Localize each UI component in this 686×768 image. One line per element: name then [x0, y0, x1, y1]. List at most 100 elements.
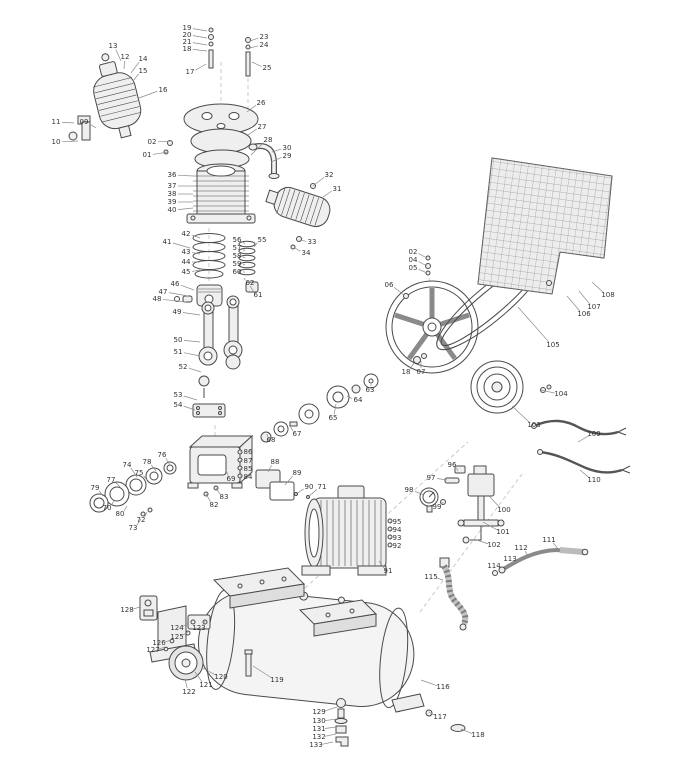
part-callout-129: 129 [312, 708, 325, 716]
callout-leader-14 [130, 61, 140, 74]
part-callout-112: 112 [514, 544, 527, 552]
callout-leader-99 [441, 501, 444, 505]
part-callout-30: 30 [283, 144, 292, 152]
cylinder [186, 163, 256, 224]
part-callout-18: 18 [183, 45, 192, 53]
callout-leader-51 [183, 352, 201, 357]
part-callout-87: 87 [244, 457, 253, 465]
callout-leader-50 [183, 340, 201, 343]
part-callout-68: 68 [267, 436, 276, 444]
part-callout-131: 131 [312, 725, 325, 733]
part-callout-93: 93 [393, 534, 402, 542]
callout-leader-129 [324, 706, 338, 712]
callout-leader-53 [183, 395, 198, 401]
part-callout-23: 23 [260, 33, 269, 41]
part-callout-107: 107 [587, 303, 600, 311]
callout-leader-18 [409, 362, 415, 370]
callout-leader-61 [249, 285, 255, 293]
callout-leader-68 [266, 433, 269, 437]
callout-leader-02 [418, 253, 428, 259]
part-callout-10: 10 [52, 138, 61, 146]
mount-platforms [212, 567, 378, 637]
part-callout-122: 122 [182, 688, 195, 696]
part-callout-111: 111 [542, 536, 555, 544]
callout-leader-05 [418, 269, 428, 274]
part-callout-83: 83 [220, 493, 229, 501]
part-callout-65: 65 [329, 414, 338, 422]
callout-leader-133 [321, 741, 334, 745]
callout-leader-33 [299, 239, 307, 242]
part-callout-128: 128 [120, 606, 133, 614]
callout-leader-72 [144, 511, 148, 517]
callout-leader-19 [192, 28, 208, 32]
callout-leader-105 [517, 306, 550, 343]
part-callout-102: 102 [487, 541, 500, 549]
part-callout-99: 99 [433, 503, 442, 511]
callout-leader-78 [150, 464, 157, 472]
callout-leader-91 [378, 560, 385, 569]
part-callout-39: 39 [168, 198, 177, 206]
callout-leader-55 [253, 242, 258, 248]
callout-leader-04 [418, 261, 428, 267]
part-callout-09: 09 [80, 118, 89, 126]
part-callout-94: 94 [393, 526, 402, 534]
wheel-assembly [149, 605, 253, 681]
callout-leader-97 [436, 478, 448, 481]
part-callout-02: 02 [409, 248, 418, 256]
callout-leader-32 [312, 176, 325, 187]
callout-leader-98 [414, 490, 425, 496]
part-callout-98: 98 [405, 486, 414, 494]
callout-leader-29 [270, 157, 282, 163]
part-callout-121: 121 [199, 681, 212, 689]
callout-leader-58 [242, 256, 246, 259]
belt-guard-grille [477, 157, 613, 295]
part-callout-91: 91 [384, 567, 393, 575]
callout-leader-26 [246, 104, 257, 113]
part-callout-21: 21 [183, 38, 192, 46]
part-callout-64: 64 [354, 396, 363, 404]
part-callout-38: 38 [168, 190, 177, 198]
callout-leader-64 [346, 395, 353, 399]
part-callout-31: 31 [333, 185, 342, 193]
callout-leader-84 [239, 475, 243, 477]
part-callout-113: 113 [503, 555, 516, 563]
callout-leader-24 [249, 45, 259, 49]
part-callout-34: 34 [302, 249, 311, 257]
part-callout-124: 124 [170, 624, 184, 632]
exhaust-tube [248, 143, 280, 179]
part-callout-115: 115 [424, 573, 437, 581]
callout-leader-28 [250, 142, 264, 156]
callout-leader-25 [251, 61, 262, 67]
callout-leader-49 [182, 312, 201, 316]
part-callout-43: 43 [182, 248, 191, 256]
muffler-washer [290, 244, 296, 250]
part-callout-45: 45 [182, 268, 191, 276]
callout-leader-27 [247, 128, 257, 136]
callout-leader-09 [89, 123, 97, 129]
part-callout-95: 95 [393, 518, 402, 526]
part-callout-89: 89 [293, 469, 302, 477]
crankshaft-discs [260, 373, 379, 443]
part-callout-62: 62 [246, 279, 255, 287]
callout-leader-89 [284, 475, 294, 486]
part-callout-114: 114 [487, 562, 501, 570]
pressure-switch [444, 465, 505, 544]
callout-leader-88 [267, 465, 272, 473]
part-callout-15: 15 [139, 67, 148, 75]
part-callout-59: 59 [233, 260, 242, 268]
part-callout-18: 18 [402, 368, 411, 376]
callout-leader-48 [162, 299, 187, 303]
callout-leader-123 [202, 620, 206, 626]
callout-leader-54 [183, 405, 196, 411]
part-callout-119: 119 [270, 676, 283, 684]
callout-leader-36 [177, 174, 194, 177]
part-callout-70: 70 [103, 504, 112, 512]
muffler-bolt [296, 236, 302, 242]
part-callout-110: 110 [587, 476, 600, 484]
switch-box [139, 595, 158, 621]
part-callout-117: 117 [433, 713, 446, 721]
part-callout-72: 72 [137, 516, 146, 524]
callout-leader-43 [191, 252, 201, 255]
part-callout-20: 20 [183, 31, 192, 39]
